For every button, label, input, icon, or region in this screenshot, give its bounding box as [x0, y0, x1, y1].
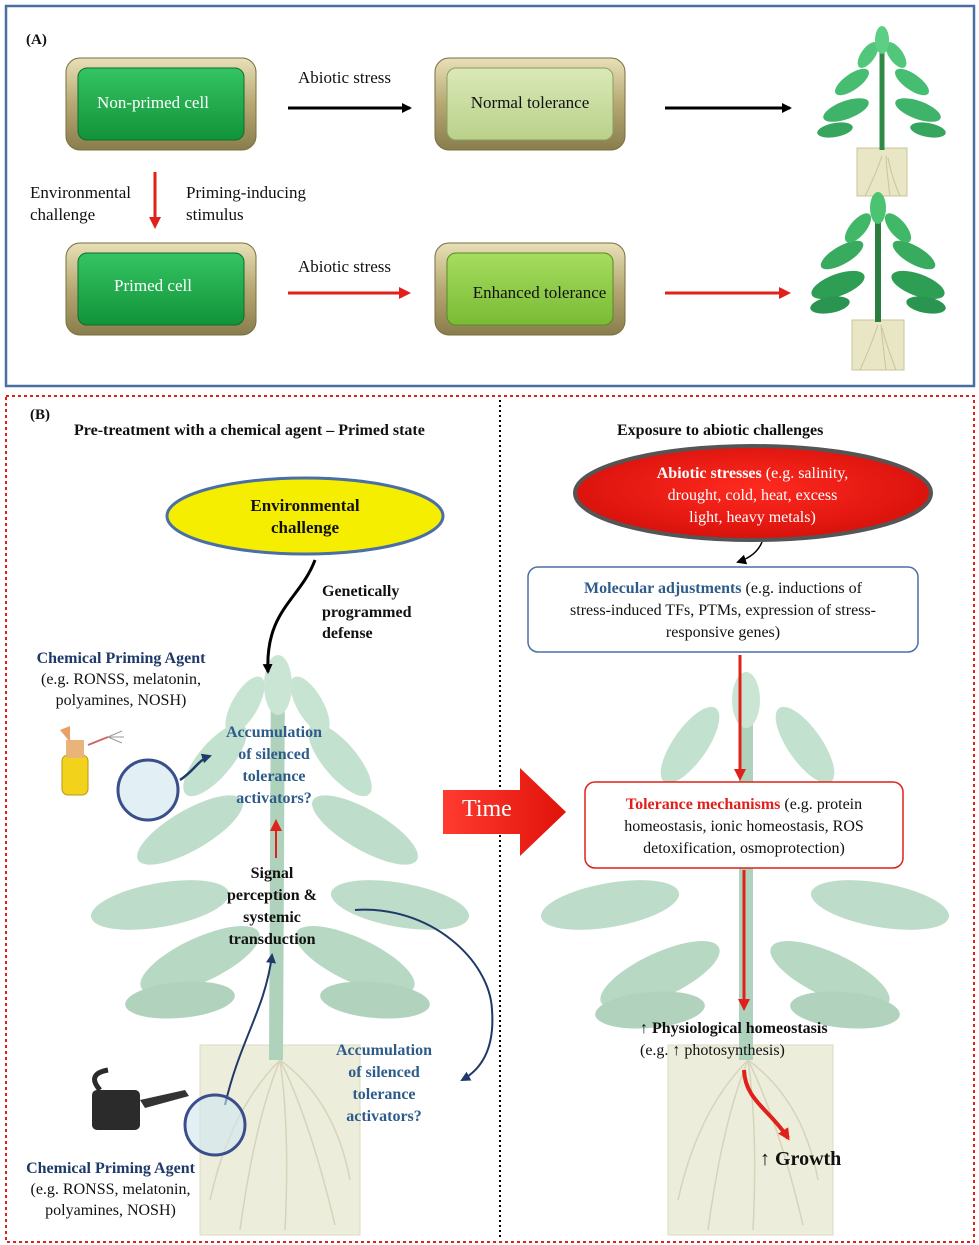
- env-oval-line2: challenge: [271, 518, 339, 537]
- accum-top-line4: activators?: [236, 790, 312, 807]
- env-oval-line1: Environmental: [250, 496, 360, 515]
- molecular-line1: Molecular adjustments (e.g. inductions o…: [532, 578, 914, 600]
- watering-can-icon: [92, 1067, 189, 1130]
- tolerance-text: Tolerance mechanisms (e.g. protein homeo…: [588, 794, 900, 860]
- accum-bottom-line3: tolerance: [352, 1086, 416, 1103]
- agent-bottom-text: Chemical Priming Agent (e.g. RONSS, mela…: [8, 1158, 213, 1221]
- agent-top-line2: polyamines, NOSH): [55, 692, 187, 709]
- abiotic-line2: drought, cold, heat, excess: [667, 487, 838, 504]
- arrow-abiotic-to-molecular: [736, 541, 763, 565]
- label-priming-2: stimulus: [186, 205, 244, 224]
- box-primed: [65, 242, 257, 336]
- box-enhanced-tolerance: [434, 242, 626, 336]
- panel-b-left-header: Pre-treatment with a chemical agent – Pr…: [74, 422, 425, 439]
- molecular-rest1: (e.g. inductions of: [741, 580, 862, 597]
- accum-top-line3: tolerance: [242, 768, 306, 785]
- accum-top-line2: of silenced: [238, 746, 310, 763]
- agent-top-text: Chemical Priming Agent (e.g. RONSS, mela…: [16, 648, 226, 711]
- abiotic-line1: Abiotic stresses (e.g. salinity,: [600, 463, 905, 485]
- accum-top-text: Accumulation of silenced tolerance activ…: [210, 722, 338, 810]
- panel-a-letter: (A): [26, 32, 47, 48]
- tolerance-line3: detoxification, osmoprotection): [643, 840, 845, 857]
- magnifier-circle-bottom: [183, 1093, 247, 1157]
- time-arrow: [443, 768, 566, 856]
- signal-text: Signal perception & systemic transductio…: [212, 863, 332, 951]
- abiotic-bold: Abiotic stresses: [656, 465, 762, 482]
- molecular-line3: responsive genes): [665, 624, 781, 641]
- genetic-line2: programmed: [322, 604, 412, 621]
- plant-right-illustration: [540, 672, 950, 1236]
- spray-bottle-icon: [60, 726, 124, 796]
- panel-b-right-header: Exposure to abiotic challenges: [617, 422, 824, 439]
- panel-b-letter: (B): [30, 407, 50, 423]
- agent-bottom-line1: (e.g. RONSS, melatonin,: [30, 1181, 191, 1198]
- tolerance-line1: Tolerance mechanisms (e.g. protein: [588, 794, 900, 816]
- label-primed: Primed cell: [114, 276, 192, 295]
- accum-bottom-line4: activators?: [346, 1108, 422, 1125]
- label-normal-tolerance: Normal tolerance: [470, 93, 590, 112]
- molecular-line2: stress-induced TFs, PTMs, expression of …: [570, 602, 876, 619]
- growth-label: ↑ Growth: [760, 1148, 842, 1170]
- agent-bottom-line2: polyamines, NOSH): [45, 1202, 176, 1219]
- accum-bottom-line1: Accumulation: [336, 1042, 432, 1059]
- abiotic-oval-text: Abiotic stresses (e.g. salinity, drought…: [600, 463, 905, 529]
- physio-line2: (e.g. ↑ photosynthesis): [640, 1042, 785, 1059]
- arrow-magnifier-top: [179, 753, 212, 782]
- signal-line2: perception &: [227, 887, 317, 904]
- signal-line4: transduction: [228, 931, 316, 948]
- tolerance-line2: homeostasis, ionic homeostasis, ROS: [624, 818, 864, 835]
- panel-b-frame: [5, 395, 975, 1243]
- label-env-challenge-2: challenge: [30, 205, 96, 224]
- tolerance-bold: Tolerance mechanisms: [625, 796, 781, 813]
- signal-line1: Signal: [250, 865, 294, 882]
- tolerance-box: [584, 781, 904, 869]
- arrow-signal-transduction: [224, 953, 276, 1106]
- genetic-defense-text: Genetically programmed defense: [322, 581, 411, 644]
- label-priming-1: Priming-inducing: [186, 183, 306, 202]
- accum-bottom-text: Accumulation of silenced tolerance activ…: [320, 1040, 448, 1128]
- abiotic-line3: light, heavy metals): [689, 509, 816, 526]
- molecular-box: [527, 566, 919, 653]
- arrow-genetic-defense: [262, 559, 317, 674]
- plant-icon-top: [817, 26, 946, 197]
- molecular-bold: Molecular adjustments: [584, 580, 742, 597]
- arrow-accumulation-bottom: [354, 908, 494, 1081]
- magnifier-circle-top: [116, 758, 180, 822]
- signal-line3: systemic: [243, 909, 301, 926]
- physio-line1: ↑ Physiological homeostasis: [640, 1020, 828, 1037]
- accum-top-line1: Accumulation: [226, 724, 322, 741]
- agent-top-title: Chemical Priming Agent: [36, 650, 206, 667]
- tolerance-rest1: (e.g. protein: [780, 796, 863, 813]
- genetic-line3: defense: [322, 625, 373, 642]
- arrow-physiology-to-growth: [742, 1069, 790, 1141]
- molecular-text: Molecular adjustments (e.g. inductions o…: [532, 578, 914, 644]
- box-non-primed: [65, 57, 257, 151]
- plant-icon-bottom: [810, 192, 946, 371]
- label-env-challenge-1: Environmental: [30, 183, 132, 202]
- panel-a-frame: [4, 4, 976, 388]
- label-enhanced-tolerance: Enhanced tolerance: [472, 283, 607, 302]
- box-normal-tolerance: [434, 57, 626, 151]
- label-non-primed: Non-primed cell: [97, 93, 209, 112]
- genetic-line1: Genetically: [322, 583, 400, 600]
- label-abiotic-top: Abiotic stress: [298, 68, 392, 87]
- physio-text: ↑ Physiological homeostasis (e.g. ↑ phot…: [640, 1018, 828, 1062]
- env-challenge-oval: [165, 476, 445, 556]
- label-abiotic-bottom: Abiotic stress: [298, 257, 392, 276]
- agent-bottom-title: Chemical Priming Agent: [26, 1160, 195, 1177]
- agent-top-line1: (e.g. RONSS, melatonin,: [41, 671, 201, 688]
- time-label: Time: [462, 796, 512, 822]
- abiotic-rest1: (e.g. salinity,: [761, 465, 849, 482]
- accum-bottom-line2: of silenced: [348, 1064, 420, 1081]
- abiotic-stress-oval: [573, 444, 933, 542]
- env-oval-text: Environmental challenge: [200, 495, 410, 539]
